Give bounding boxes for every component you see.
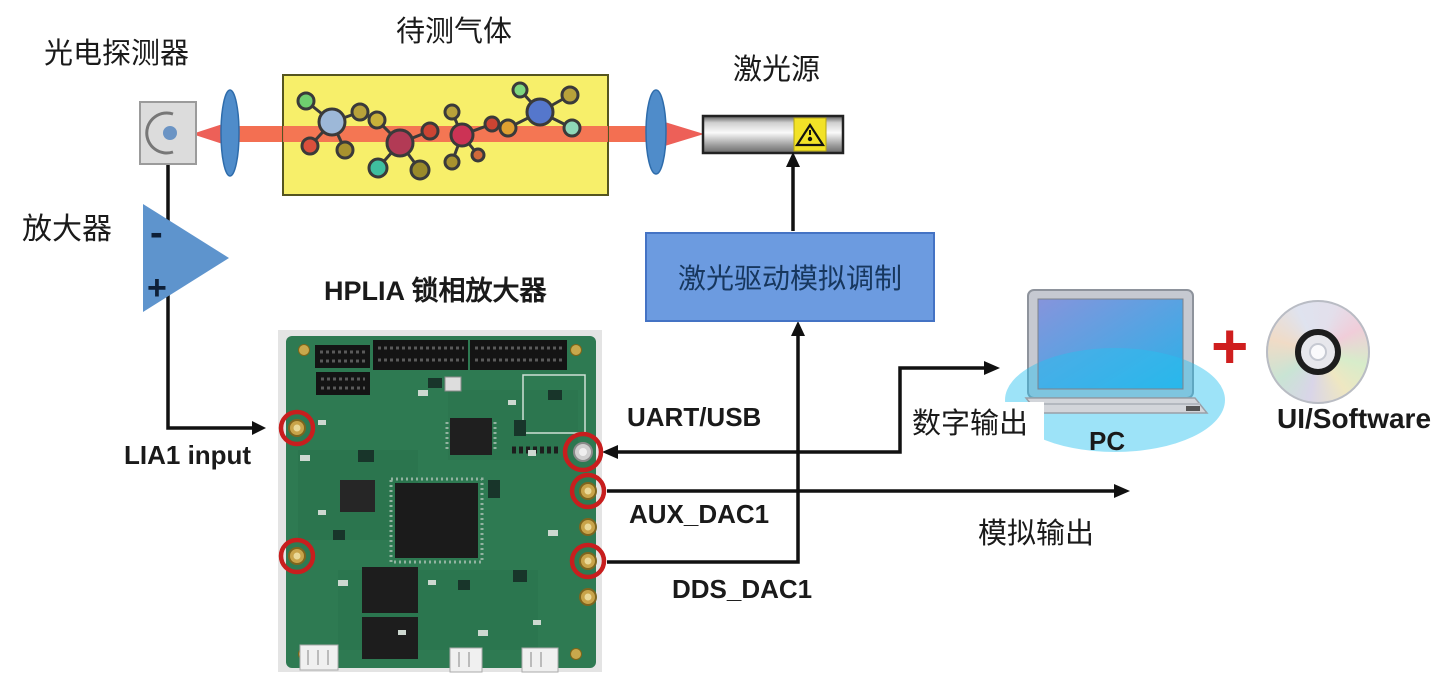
arrowhead [602,445,618,459]
arrowhead [984,361,1000,375]
beam-in-cell [283,126,608,142]
gas-cell-label: 待测气体 [396,16,513,48]
cd-hub [1295,329,1341,375]
board-title: HPLIA 锁相放大器 [324,276,547,306]
molecule-icon [296,91,370,160]
dds-dac1-wire [607,321,805,564]
beam-cone-right [655,119,704,149]
lens-icon [220,89,240,177]
amplifier-icon: - + [143,204,229,312]
modulation-box: 激光驱动模拟调制 [645,232,935,322]
bottom-connectors [299,644,559,673]
photodetector-icon [139,101,197,165]
lia1-input-label: LIA1 input [124,440,252,470]
modulation-to-laser-wire [786,152,800,231]
laser-source-icon [701,114,845,155]
idc-connectors [315,340,567,395]
passive-components [300,390,558,636]
amplifier-label: 放大器 [22,213,112,246]
molecule-icon [367,110,440,181]
molecule-icon [498,81,582,138]
lia1-port-circle [278,409,316,447]
laser-source-label: 激光源 [733,54,821,86]
inverting-input-sign: - [150,212,163,254]
uart-usb-label: UART/USB [627,402,762,432]
lens-icon [645,89,667,175]
analog-output-label: 模拟输出 [978,518,1095,550]
aux-dac1-wire [607,484,1130,498]
arrowhead [252,421,266,435]
arrowhead [1114,484,1130,498]
annotation-circles [278,409,607,580]
sma-connectors [288,419,597,606]
signal-wire-lia1 [166,164,266,435]
dds-dac1-port-circle [569,542,607,580]
photodetector-label: 光电探测器 [44,38,190,70]
molecule-icon [443,103,501,171]
laptop-screen [1037,298,1184,390]
cd-icon [1266,300,1370,404]
uart-usb-wire [602,361,1000,459]
arrowhead [786,152,800,167]
pcb-board [278,330,607,673]
dds-dac1-label: DDS_DAC1 [672,574,813,604]
pc-label: PC [1089,426,1126,456]
gas-cell [282,74,609,196]
modulation-box-label: 激光驱动模拟调制 [677,263,902,294]
laptop-icon [1005,289,1225,452]
aux-port-circle [278,537,316,575]
cd-hole [1309,343,1327,361]
aux-dac1-label: AUX_DAC1 [629,499,770,529]
ic-chips [333,378,562,659]
plus-sign: + [1211,310,1249,382]
uart-port-circle [562,431,604,473]
arrowhead [791,321,805,336]
ui-software-label: UI/Software [1277,403,1432,434]
digital-output-label: 数字输出 [910,402,1045,452]
noninverting-input-sign: + [147,269,167,307]
aux-dac1-port-circle [569,472,607,510]
